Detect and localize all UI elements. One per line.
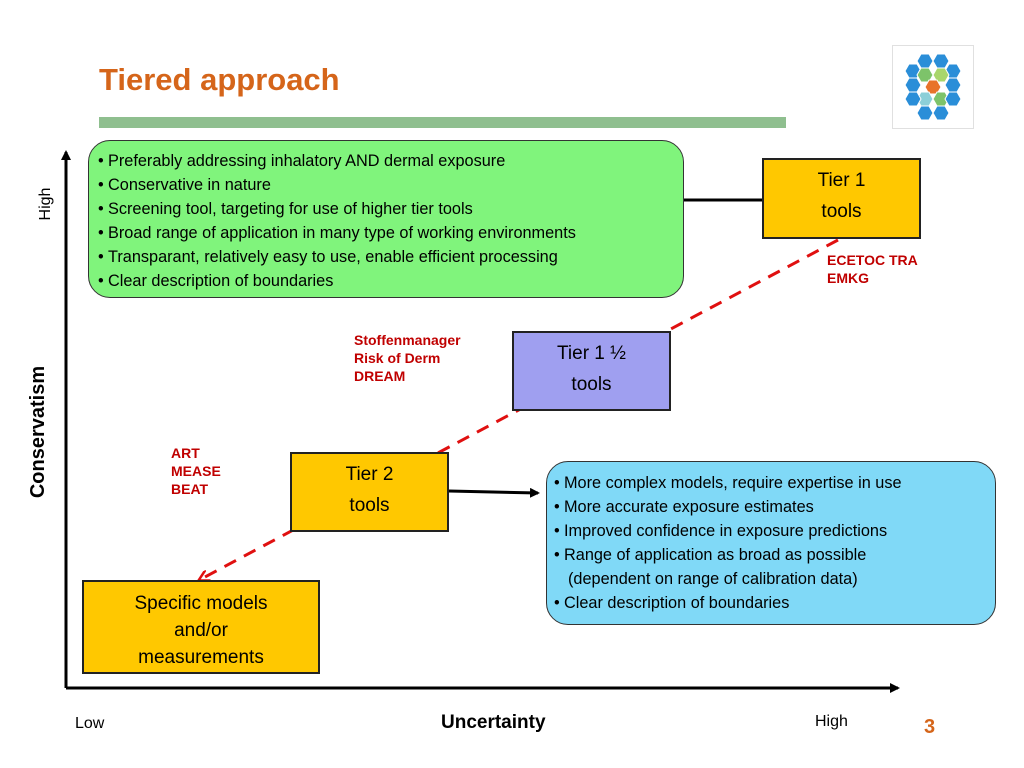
list-item: •Clear description of boundaries [554, 594, 790, 612]
page-title: Tiered approach [99, 62, 340, 97]
tier2-tool-labels: ART MEASE BEAT [171, 444, 221, 498]
logo-graphic [904, 53, 962, 121]
tier2-characteristics-panel: •More complex models, require expertise … [546, 461, 996, 625]
tool-label: MEASE [171, 463, 221, 479]
tool-label: EMKG [827, 270, 869, 286]
y-axis-title: Conservatism [27, 365, 49, 499]
tool-label: BEAT [171, 481, 209, 497]
x-axis-high-label: High [815, 713, 848, 730]
specific-models-box: Specific models and/or measurements [82, 580, 320, 674]
tier2-line1: Tier 2 [345, 464, 394, 485]
tier1-5-tool-labels: Stoffenmanager Risk of Derm DREAM [354, 331, 461, 385]
tier1-5-line2: tools [571, 374, 612, 395]
tool-label: DREAM [354, 368, 406, 384]
hexagon-cluster-logo-icon [892, 45, 974, 129]
list-item-continuation: (dependent on range of calibration data) [568, 570, 858, 588]
list-item: •Range of application as broad as possib… [554, 546, 867, 564]
tier1-tool-labels: ECETOC TRA EMKG [827, 251, 918, 287]
list-item: •Clear description of boundaries [98, 272, 334, 290]
tier1-line1: Tier 1 [817, 170, 866, 191]
page-number: 3 [924, 716, 936, 738]
tool-label: ECETOC TRA [827, 252, 918, 268]
list-item: •Broad range of application in many type… [98, 224, 576, 242]
specific-line1: Specific models [134, 593, 268, 614]
list-item: •More complex models, require expertise … [554, 474, 902, 492]
list-item: •Screening tool, targeting for use of hi… [98, 200, 473, 218]
x-axis-low-label: Low [75, 715, 105, 732]
tier2-to-blue-arrow [448, 487, 540, 498]
tier1-characteristics-panel: •Preferably addressing inhalatory AND de… [88, 140, 684, 298]
title-underline-bar [99, 117, 786, 128]
tier1-line2: tools [821, 201, 862, 222]
x-axis-title: Uncertainty [441, 712, 546, 733]
y-axis-high-label: High [37, 187, 54, 221]
tool-label: ART [171, 445, 200, 461]
tier1-5-line1: Tier 1 ½ [557, 343, 626, 364]
tier1-5-box: Tier 1 ½ tools [512, 331, 671, 411]
tier2-line2: tools [349, 495, 390, 516]
specific-line2: and/or [174, 620, 228, 641]
list-item: •More accurate exposure estimates [554, 498, 814, 516]
tier2-box: Tier 2 tools [290, 452, 449, 532]
list-item: •Transparant, relatively easy to use, en… [98, 248, 558, 266]
list-item: •Conservative in nature [98, 176, 271, 194]
tool-label: Stoffenmanager [354, 332, 461, 348]
tier1-box: Tier 1 tools [762, 158, 921, 239]
specific-line3: measurements [138, 647, 264, 668]
tool-label: Risk of Derm [354, 350, 441, 366]
list-item: •Improved confidence in exposure predict… [554, 522, 888, 540]
list-item: •Preferably addressing inhalatory AND de… [98, 152, 506, 170]
